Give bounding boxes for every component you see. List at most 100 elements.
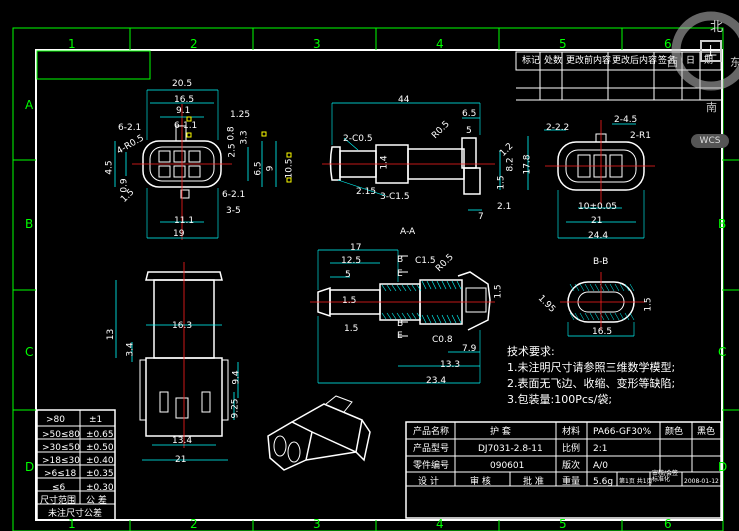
tol-range: >30≤50 — [42, 443, 80, 453]
rev-header-before: 更改前内容 — [566, 56, 612, 66]
section-mark-e1: E — [397, 269, 403, 279]
snap-marker — [286, 177, 292, 183]
tol-header-range: 尺寸范围 — [40, 496, 77, 506]
tol-value: ±0.65 — [86, 430, 114, 440]
dim: 1.5 — [344, 324, 359, 334]
dim: 16.5 — [592, 327, 613, 337]
hatch — [421, 314, 427, 324]
hatch — [589, 312, 595, 321]
grid-number-5: 5 — [559, 37, 567, 51]
hatch — [624, 312, 630, 321]
dim: 13 — [106, 328, 117, 341]
section-aa-latch — [457, 271, 491, 331]
iso-view-front — [267, 421, 313, 471]
hatch — [604, 283, 610, 292]
dim: 13.4 — [172, 436, 193, 446]
hatch — [401, 312, 407, 320]
dim: 44 — [398, 95, 410, 105]
grid-number-6: 6 — [664, 37, 672, 51]
weight: 5.6g — [593, 477, 614, 487]
sign-info: 审核/会签 标准化 — [652, 470, 679, 483]
notes-item-2: 2.表面无飞边、收缩、变形等缺陷; — [507, 377, 676, 390]
section-mark-b1: B — [397, 255, 404, 265]
scale-label: 比例 — [562, 444, 581, 454]
hatch — [446, 314, 452, 324]
dim: 2.5 — [227, 143, 238, 158]
tol-range: >80 — [46, 415, 65, 425]
dim: 23.4 — [426, 376, 447, 386]
iso-view-cavity — [287, 441, 301, 463]
dim: 3-5 — [226, 206, 241, 216]
hatch — [426, 280, 432, 290]
hatch — [614, 283, 620, 292]
hatch — [579, 312, 585, 321]
hatch — [629, 283, 635, 292]
bottom-view-top-cap — [145, 271, 223, 281]
dim: 6.5 — [253, 161, 264, 176]
dim: C0.8 — [432, 335, 453, 345]
hatch — [589, 283, 595, 292]
dim: 2-2.2 — [546, 123, 570, 133]
hatch — [431, 314, 437, 324]
sheet-info: 第1页 共1页 — [619, 478, 653, 485]
hatch — [451, 314, 457, 324]
viewcube-west[interactable]: 西 — [667, 56, 678, 69]
tol-value: ±1 — [89, 415, 103, 425]
tol-value: ±0.30 — [86, 483, 114, 493]
terminal-cavity — [188, 150, 201, 163]
dim: 4.5 — [104, 160, 115, 175]
grid-number-1-bottom: 1 — [68, 517, 76, 531]
scale: 2:1 — [593, 444, 608, 454]
notes-title: 技术要求: — [507, 345, 555, 358]
hatch — [411, 312, 417, 320]
grid-letter-c: C — [25, 345, 34, 359]
side-view-flange — [329, 146, 341, 181]
dim: 9 — [265, 165, 276, 172]
tol-range: ≤6 — [52, 483, 66, 493]
dim: 5 — [345, 270, 351, 280]
wcs-menu-button[interactable]: WCS — [691, 134, 729, 148]
hatch — [609, 283, 615, 292]
part-no: 090601 — [490, 461, 525, 471]
dim: 2-4.5 — [614, 115, 638, 125]
dim: 2.15 — [356, 187, 377, 197]
hatch — [456, 314, 462, 324]
section-label-bb: B-B — [593, 257, 609, 267]
dim: 2-C0.5 — [343, 134, 373, 144]
hatch — [569, 312, 575, 321]
product-name: 护 套 — [490, 427, 511, 437]
viewcube-east[interactable]: 东 — [730, 56, 739, 69]
grid-number-1: 1 — [68, 37, 76, 51]
grid-number-4-bottom: 4 — [436, 517, 444, 531]
approve-label: 批 准 — [523, 477, 544, 487]
hatch — [619, 312, 625, 321]
dim: 24.4 — [588, 231, 609, 241]
section-aa-cavity — [465, 287, 487, 313]
hatch — [441, 314, 447, 324]
viewcube-north[interactable]: 北 — [710, 20, 724, 35]
hatch — [396, 312, 402, 320]
viewcube-top-face[interactable]: 上 — [700, 40, 722, 62]
dim: 6.5 — [462, 109, 477, 119]
terminal-cavity — [173, 165, 186, 178]
dim: 9.25 — [230, 398, 241, 419]
dim: 6-2.1 — [222, 190, 246, 200]
hatch — [584, 283, 590, 292]
product-name-label: 产品名称 — [413, 427, 450, 437]
dim: 20.5 — [172, 79, 193, 89]
check-label: 审 核 — [470, 477, 491, 487]
side-view-key — [463, 167, 481, 195]
tol-range: >18≤30 — [42, 456, 80, 466]
part-no-label: 零件编号 — [413, 461, 450, 471]
grid-letter-a: A — [25, 98, 34, 112]
viewcube-south[interactable]: 南 — [706, 101, 717, 114]
material-label: 材料 — [562, 427, 581, 437]
terminal-cavity — [173, 150, 186, 163]
terminal-cavity — [158, 165, 171, 178]
snap-marker — [186, 132, 192, 138]
hatch — [446, 280, 452, 290]
hatch — [386, 312, 392, 320]
snap-marker — [261, 131, 267, 137]
section-aa-flange — [317, 286, 331, 318]
